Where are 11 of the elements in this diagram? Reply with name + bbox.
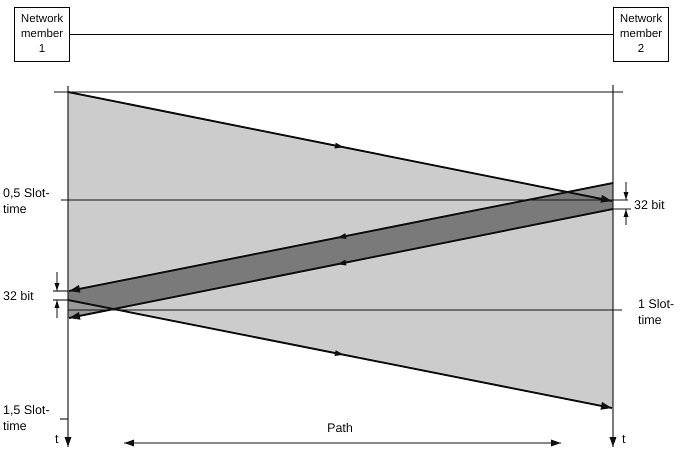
connection-line [70,34,613,36]
time-label: 1 Slot-time [638,296,676,328]
dimension-label: Path [326,420,354,436]
axis-label: t [55,431,60,447]
station-box: Network member 2 [613,7,669,62]
station-box: Network member 1 [14,7,70,62]
bit-label: 32 bit [634,197,666,213]
time-label: 1,5 Slot-time [3,402,51,434]
bit-label: 32 bit [3,288,35,304]
axis-label: t [622,431,626,447]
time-label: 0,5 Slot-time [3,185,51,217]
